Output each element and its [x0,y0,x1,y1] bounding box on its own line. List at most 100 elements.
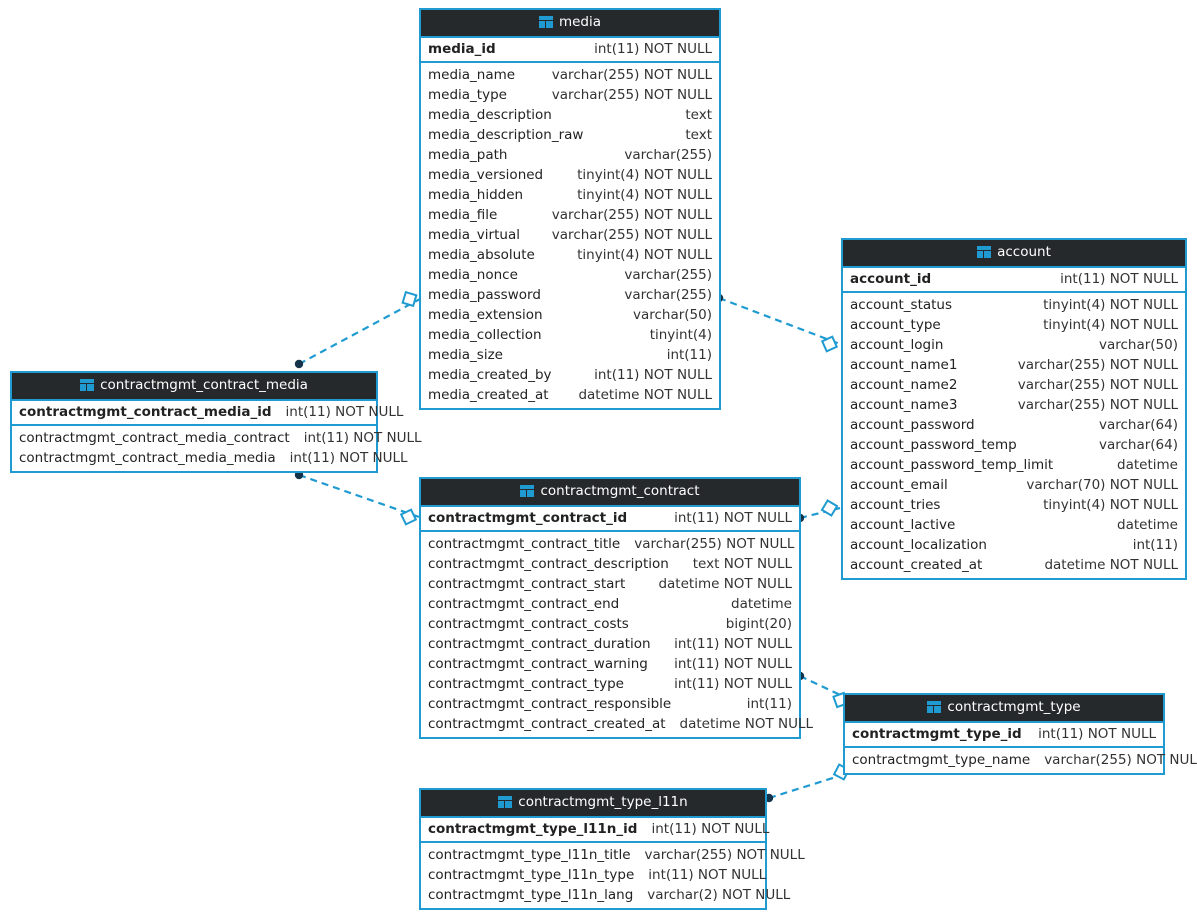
field-name: contractmgmt_contract_duration [428,635,651,652]
field-name: media_file [428,206,498,223]
field-type: varchar(255) NOT NULL [1017,376,1178,393]
field-type: int(11) NOT NULL [674,655,792,672]
field-name: contractmgmt_contract_id [428,509,628,526]
relation-endpoint-diamond [820,499,839,517]
entity-header-contractmgmt_type[interactable]: contractmgmt_type [845,695,1163,723]
entity-header-contractmgmt_contract[interactable]: contractmgmt_contract [421,479,799,507]
field-type: tinyint(4) NOT NULL [1043,316,1178,333]
field-name: media_absolute [428,246,535,263]
field-type: varchar(255) [624,286,712,303]
field-type: int(11) [746,695,792,712]
field-row[interactable]: media_virtual varchar(255) NOT NULL [421,225,719,245]
entity-header-contractmgmt_contract_media[interactable]: contractmgmt_contract_media [12,373,376,401]
relation-endpoint-diamond [399,508,418,526]
relation-rel-type-l11n-to-type [764,763,853,803]
field-name: account_localization [850,536,987,553]
field-name: contractmgmt_type_l11n_id [428,820,638,837]
field-type: int(11) NOT NULL [674,675,792,692]
field-type: varchar(255) [624,266,712,283]
field-name: contractmgmt_contract_media_id [19,403,272,420]
field-row[interactable]: media_absolute tinyint(4) NOT NULL [421,245,719,265]
field-name: media_virtual [428,226,520,243]
field-type: varchar(255) NOT NULL [1044,751,1197,768]
field-row[interactable]: media_nonce varchar(255) [421,265,719,285]
field-type: datetime NOT NULL [658,575,792,592]
field-name: contractmgmt_contract_created_at [428,715,666,732]
field-name: account_password_temp [850,436,1017,453]
field-type: varchar(64) [1098,416,1178,433]
field-type: varchar(255) NOT NULL [644,846,805,863]
entity-header-account[interactable]: account [843,240,1185,268]
entity-header-media[interactable]: media [421,10,719,38]
field-type: tinyint(4) NOT NULL [577,246,712,263]
table-icon [80,379,95,392]
field-type: int(11) NOT NULL [648,866,767,883]
field-type: varchar(50) [632,306,712,323]
entity-header-contractmgmt_type_l11n[interactable]: contractmgmt_type_l11n [421,790,765,818]
field-name: media_nonce [428,266,518,283]
field-name: account_email [850,476,948,493]
field-type: int(11) NOT NULL [594,366,712,383]
field-type: int(11) NOT NULL [594,40,712,57]
relation-endpoint-dot [294,359,304,369]
field-type: varchar(255) NOT NULL [551,226,712,243]
field-type: tinyint(4) NOT NULL [577,166,712,183]
